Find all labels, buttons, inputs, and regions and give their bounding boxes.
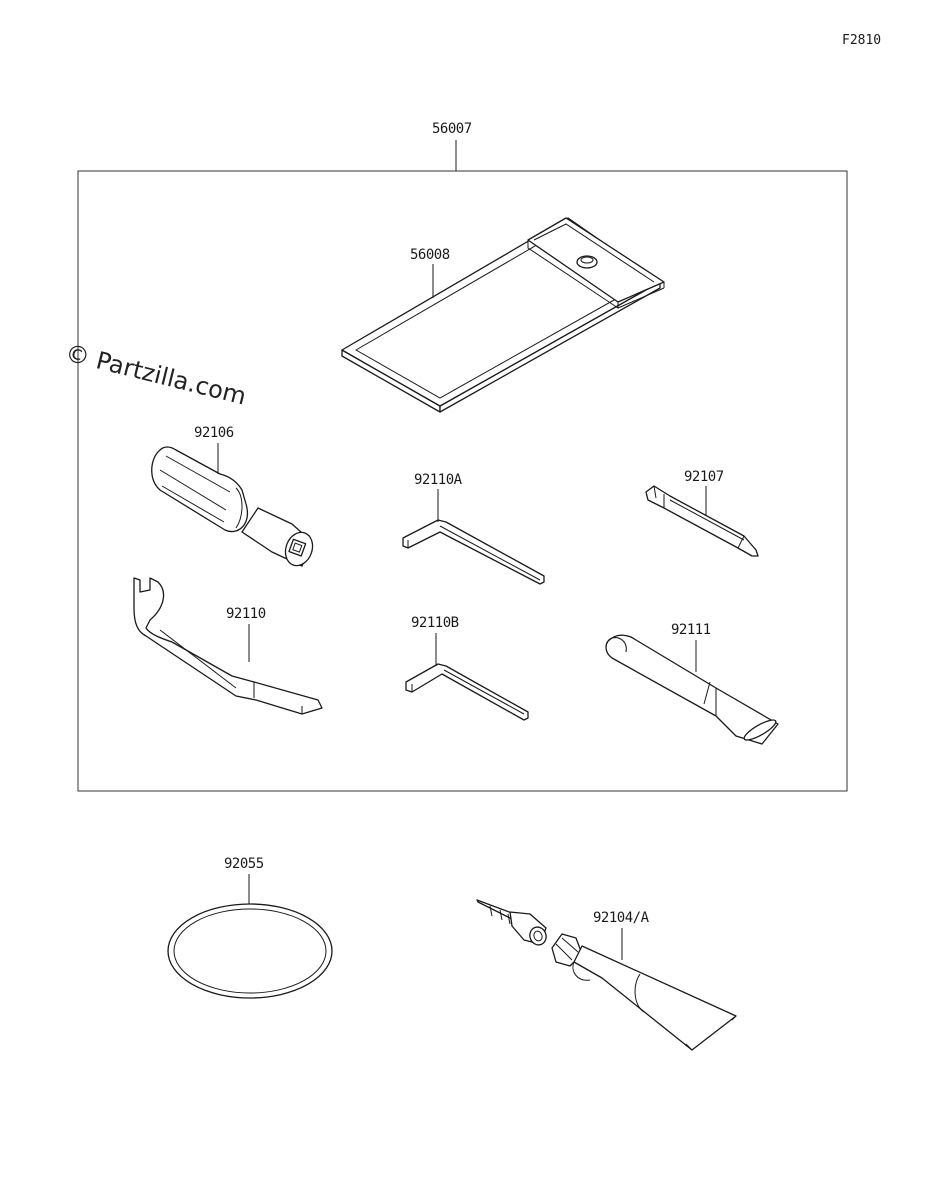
screwdriver-bit-drawing bbox=[645, 485, 759, 557]
screwdriver-grip-drawing bbox=[151, 446, 314, 567]
hex-wrench-b-part-number: 92110B bbox=[411, 615, 459, 631]
kit-part-number: 56007 bbox=[432, 121, 472, 137]
hex-wrench-a-drawing bbox=[402, 519, 545, 585]
screwdriver-grip-part-number: 92106 bbox=[194, 425, 234, 441]
band-part-number: 92055 bbox=[224, 856, 264, 872]
spanner-wrench-part-number: 92110 bbox=[226, 606, 266, 622]
extension-pipe-drawing bbox=[605, 634, 779, 745]
figure-code: F2810 bbox=[842, 33, 881, 48]
kit-group-frame bbox=[77, 170, 848, 792]
grease-tube-part-number: 92104/A bbox=[593, 910, 650, 926]
hex-wrench-a-part-number: 92110A bbox=[414, 472, 463, 488]
extension-pipe-part-number: 92111 bbox=[671, 622, 711, 638]
grease-tube-drawing bbox=[476, 899, 737, 1051]
hex-wrench-b-drawing bbox=[405, 663, 529, 721]
screwdriver-bit-part-number: 92107 bbox=[684, 469, 724, 485]
tool-bag-drawing bbox=[341, 217, 665, 413]
tool-bag-part-number: 56008 bbox=[410, 247, 450, 263]
spanner-wrench-drawing bbox=[133, 577, 323, 715]
partzilla-watermark: © Partzilla.com bbox=[63, 339, 249, 411]
band-drawing bbox=[167, 903, 333, 999]
